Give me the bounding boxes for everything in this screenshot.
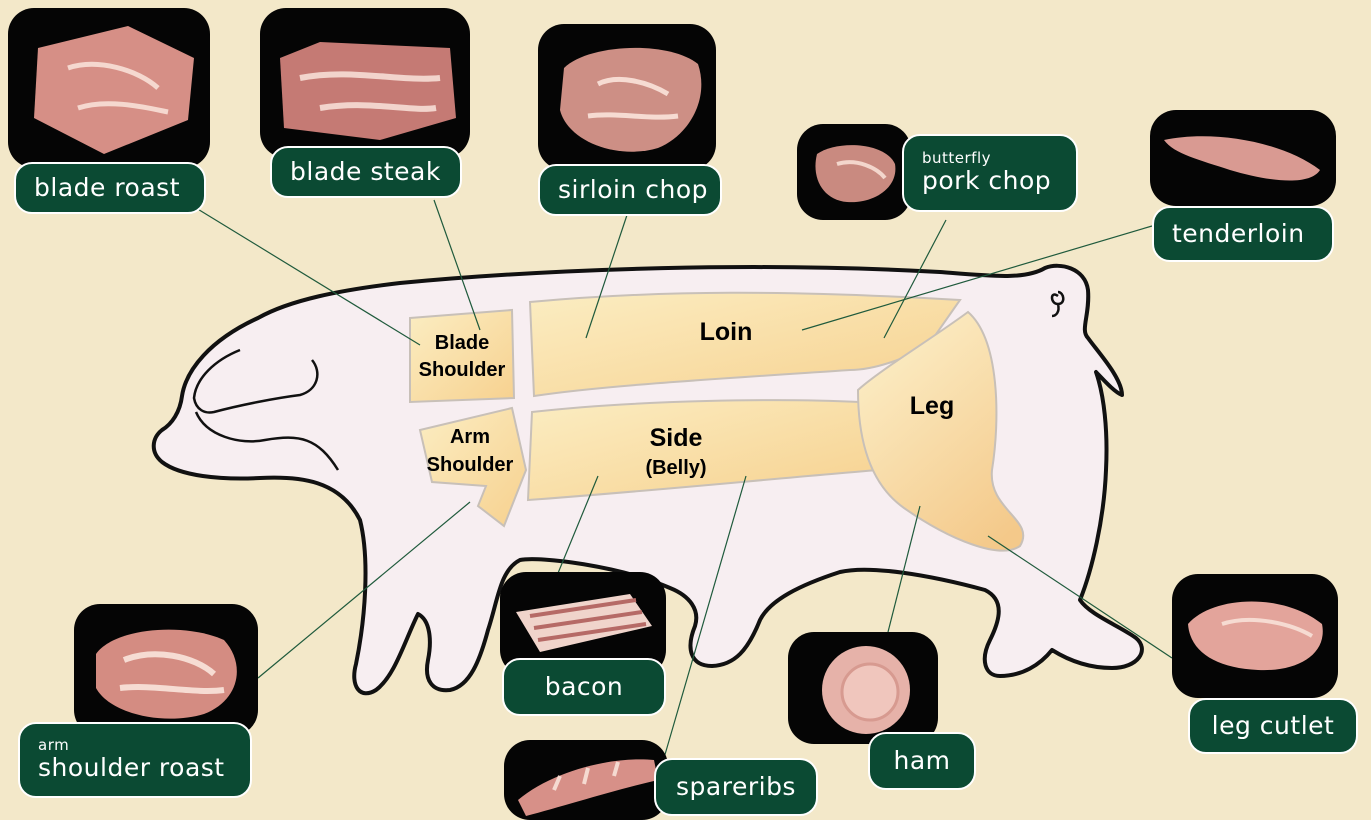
label-leg-cutlet-text: leg cutlet: [1212, 711, 1335, 741]
region-label-blade: Blade: [435, 332, 489, 354]
label-arm-prefix: arm: [38, 737, 232, 753]
region-label-belly: (Belly): [645, 457, 706, 479]
butterfly-chop-photo: [797, 124, 911, 220]
region-label-side: Side: [650, 424, 703, 452]
label-ham-text: ham: [893, 746, 950, 776]
label-butterfly-chop: butterfly pork chop: [902, 134, 1078, 212]
sirloin-chop-photo: [538, 24, 716, 170]
region-label-loin: Loin: [700, 318, 753, 346]
ham-photo: [788, 632, 938, 744]
label-butterfly-main: pork chop: [922, 166, 1058, 196]
arm-roast-photo: [74, 604, 258, 736]
label-spareribs: spareribs: [654, 758, 818, 816]
region-label-arm-shoulder: Shoulder: [427, 454, 514, 476]
region-label-blade-shoulder: Shoulder: [419, 359, 506, 381]
label-tenderloin-text: tenderloin: [1172, 219, 1314, 249]
label-sirloin-chop-text: sirloin chop: [558, 175, 702, 205]
blade-roast-photo: [8, 8, 210, 168]
blade-steak-photo: [260, 8, 470, 158]
label-butterfly-prefix: butterfly: [922, 150, 1058, 166]
label-sirloin-chop: sirloin chop: [538, 164, 722, 216]
region-label-arm: Arm: [450, 426, 490, 448]
label-blade-roast: blade roast: [14, 162, 206, 214]
label-arm-shoulder-roast: arm shoulder roast: [18, 722, 252, 798]
leg-cutlet-photo: [1172, 574, 1338, 698]
label-bacon: bacon: [502, 658, 666, 716]
label-bacon-text: bacon: [545, 672, 624, 702]
label-arm-main: shoulder roast: [38, 753, 232, 783]
spareribs-photo: [504, 740, 668, 820]
label-blade-steak: blade steak: [270, 146, 462, 198]
region-blade-shoulder: [410, 310, 514, 402]
label-blade-roast-text: blade roast: [34, 173, 186, 203]
label-blade-steak-text: blade steak: [290, 157, 442, 187]
label-leg-cutlet: leg cutlet: [1188, 698, 1358, 754]
tenderloin-photo: [1150, 110, 1336, 206]
label-spareribs-text: spareribs: [676, 772, 796, 802]
label-ham: ham: [868, 732, 976, 790]
region-label-leg: Leg: [910, 392, 954, 420]
label-tenderloin: tenderloin: [1152, 206, 1334, 262]
